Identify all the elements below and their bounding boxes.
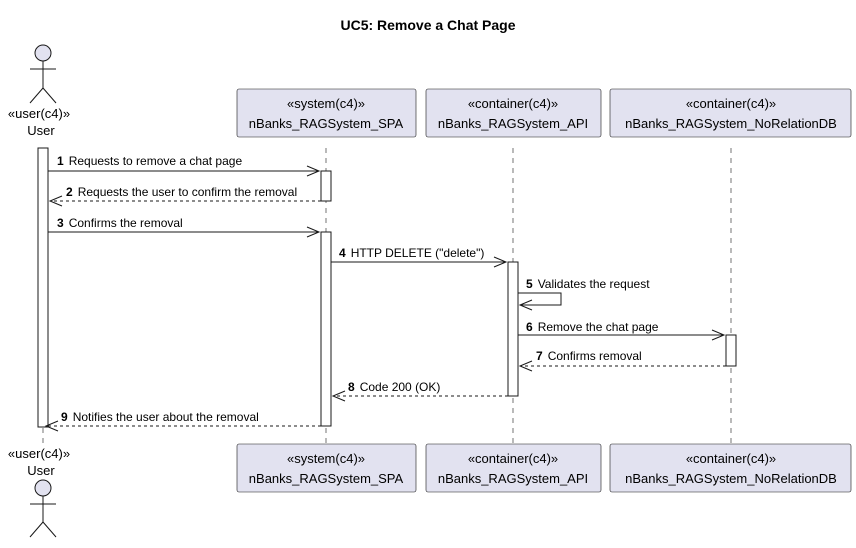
participant-name: nBanks_RAGSystem_API: [438, 471, 588, 486]
arrowhead-icon: [44, 420, 59, 432]
message-7: 7 Confirms removal: [518, 349, 726, 372]
arrowhead-icon: [306, 226, 321, 238]
message-text: Requests the user to confirm the removal: [78, 185, 297, 199]
participant-user-top: «user(c4)» User: [8, 44, 70, 138]
message-label: 3 Confirms the removal: [57, 216, 183, 230]
participant-box: [425, 88, 602, 138]
participant-stereotype: «container(c4)»: [686, 96, 776, 111]
message-text: HTTP DELETE ("delete"): [351, 246, 485, 260]
message-3: 3 Confirms the removal: [48, 216, 321, 238]
message-2: 2 Requests the user to confirm the remova…: [48, 185, 321, 207]
activation-api: [507, 261, 519, 397]
message-number: 9: [61, 410, 68, 424]
message-text: Remove the chat page: [538, 320, 659, 334]
participant-name: nBanks_RAGSystem_SPA: [249, 116, 404, 131]
message-number: 7: [536, 349, 543, 363]
message-6: 6 Remove the chat page: [518, 320, 726, 341]
participant-spa-bottom: «system(c4)» nBanks_RAGSystem_SPA: [236, 443, 417, 493]
participant-api-bottom: «container(c4)» nBanks_RAGSystem_API: [425, 443, 602, 493]
message-text: Notifies the user about the removal: [73, 410, 259, 424]
participant-box: [609, 88, 852, 138]
message-number: 4: [339, 246, 346, 260]
message-label: 8 Code 200 (OK): [348, 380, 440, 394]
participant-api-top: «container(c4)» nBanks_RAGSystem_API: [425, 88, 602, 138]
activation-spa-1: [320, 170, 332, 202]
participant-box: [236, 443, 417, 493]
message-9: 9 Notifies the user about the removal: [44, 410, 321, 432]
message-number: 3: [57, 216, 64, 230]
participant-stereotype: «user(c4)»: [8, 106, 70, 121]
activation-user: [37, 147, 49, 428]
message-label: 1 Requests to remove a chat page: [57, 154, 242, 168]
arrowhead-icon: [48, 195, 63, 207]
participant-stereotype: «container(c4)»: [468, 96, 558, 111]
message-label: 7 Confirms removal: [536, 349, 642, 363]
message-number: 8: [348, 380, 355, 394]
message-label: 9 Notifies the user about the removal: [61, 410, 259, 424]
actor-icon: [29, 44, 57, 104]
participant-db-bottom: «container(c4)» nBanks_RAGSystem_NoRelat…: [609, 443, 852, 493]
message-text: Requests to remove a chat page: [69, 154, 243, 168]
participant-name: nBanks_RAGSystem_NoRelationDB: [625, 116, 837, 131]
activation-db: [725, 334, 737, 367]
participant-stereotype: «user(c4)»: [8, 446, 70, 461]
arrowhead-icon: [711, 329, 726, 341]
activation-spa-2: [320, 231, 332, 427]
participant-spa-top: «system(c4)» nBanks_RAGSystem_SPA: [236, 88, 417, 138]
message-5: 5 Validates the request: [518, 277, 650, 311]
participant-db-top: «container(c4)» nBanks_RAGSystem_NoRelat…: [609, 88, 852, 138]
message-number: 6: [526, 320, 533, 334]
actor-icon: [29, 479, 57, 538]
participant-box: [609, 443, 852, 493]
participant-name: nBanks_RAGSystem_NoRelationDB: [625, 471, 837, 486]
message-8: 8 Code 200 (OK): [331, 380, 508, 402]
message-label: 5 Validates the request: [526, 277, 650, 291]
participant-box: [236, 88, 417, 138]
participant-stereotype: «system(c4)»: [287, 451, 365, 466]
message-label: 4 HTTP DELETE ("delete"): [339, 246, 484, 260]
participant-name: nBanks_RAGSystem_SPA: [249, 471, 404, 486]
message-1: 1 Requests to remove a chat page: [48, 154, 321, 177]
arrowhead-icon: [331, 390, 346, 402]
participant-name: User: [27, 123, 55, 138]
message-label: 6 Remove the chat page: [526, 320, 659, 334]
message-label: 2 Requests the user to confirm the remova…: [66, 185, 297, 199]
arrowhead-icon: [306, 165, 321, 177]
arrowhead-icon: [493, 256, 508, 268]
message-number: 2: [66, 185, 73, 199]
message-text: Code 200 (OK): [360, 380, 441, 394]
diagram-title: UC5: Remove a Chat Page: [340, 17, 515, 33]
participant-box: [425, 443, 602, 493]
message-text: Confirms removal: [548, 349, 642, 363]
participant-stereotype: «container(c4)»: [686, 451, 776, 466]
participant-name: nBanks_RAGSystem_API: [438, 116, 588, 131]
participant-user-bottom: «user(c4)» User: [8, 446, 70, 538]
participant-stereotype: «system(c4)»: [287, 96, 365, 111]
message-text: Validates the request: [538, 277, 651, 291]
message-text: Confirms the removal: [69, 216, 183, 230]
message-4: 4 HTTP DELETE ("delete"): [331, 246, 508, 268]
arrowhead-icon: [518, 299, 533, 311]
message-number: 5: [526, 277, 533, 291]
participant-stereotype: «container(c4)»: [468, 451, 558, 466]
participant-name: User: [27, 463, 55, 478]
message-arrow-line: [518, 292, 562, 306]
arrowhead-icon: [518, 360, 533, 372]
message-number: 1: [57, 154, 64, 168]
